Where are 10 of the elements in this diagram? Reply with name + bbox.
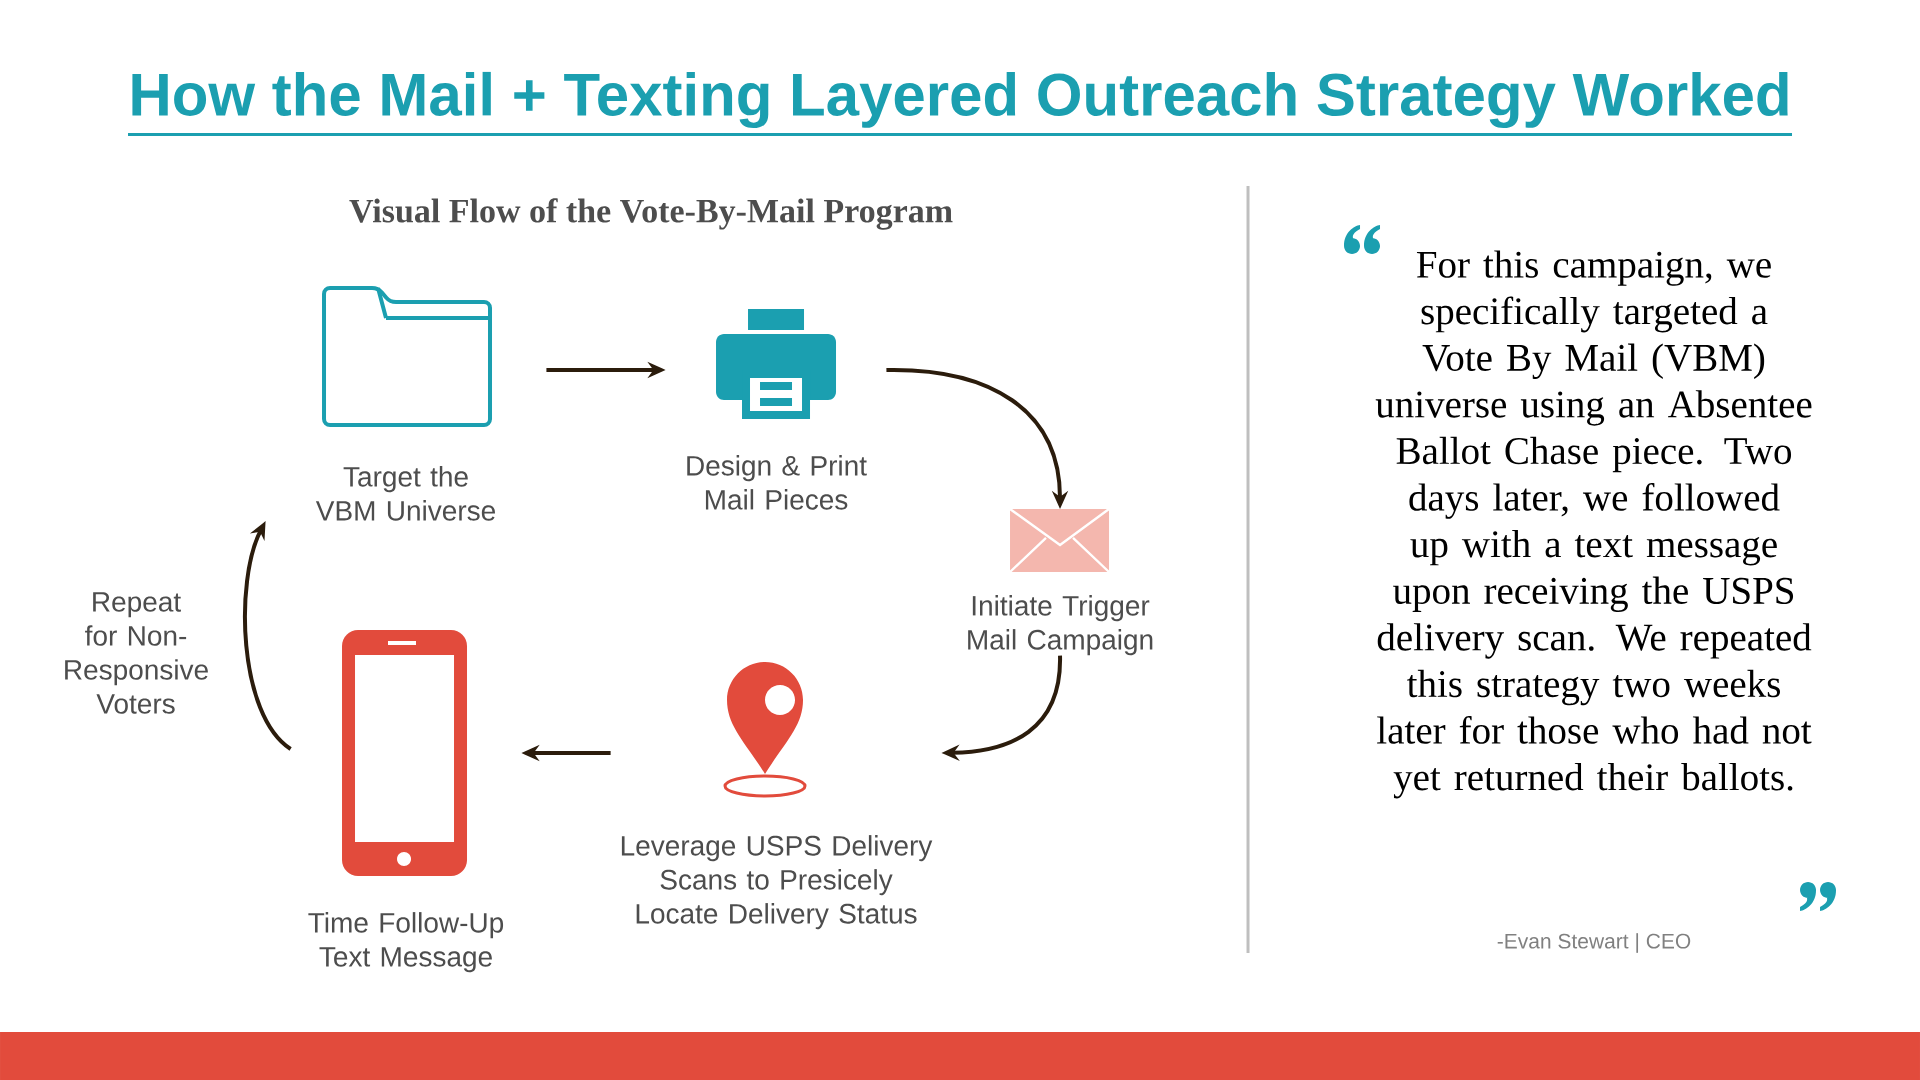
quote-text: For this campaign, we specifically targeted a Vote By Mail (VBM) universe using an Absentee Ballot Chase piece. Two days later, we followed up with a text message upon receiving the USPS delivery scan. We repeated this strategy two weeks later for those who had not yet returned their ballots. xyxy=(1375,250,1812,799)
subtitle: Visual Flow of the Vote-By-Mail Program xyxy=(349,198,953,230)
attribution: -Evan Stewart | CEO xyxy=(1497,933,1691,953)
step-label: Target the VBM Universe xyxy=(315,466,495,521)
title: How the Mail + Texting Layered Outreach Strategy Worked xyxy=(128,71,1792,136)
edge-label: Repeat for Non-Responsive Voters xyxy=(65,592,208,714)
step-label: Design & Print Mail Pieces xyxy=(687,455,867,510)
step-label: Leverage USPS Delivery Scans to Presicely Locate Delivery Status xyxy=(621,835,933,930)
step-label: Time Follow-Up Text Message xyxy=(308,912,504,973)
step-label: Initiate Trigger Mail Campaign xyxy=(968,595,1153,656)
